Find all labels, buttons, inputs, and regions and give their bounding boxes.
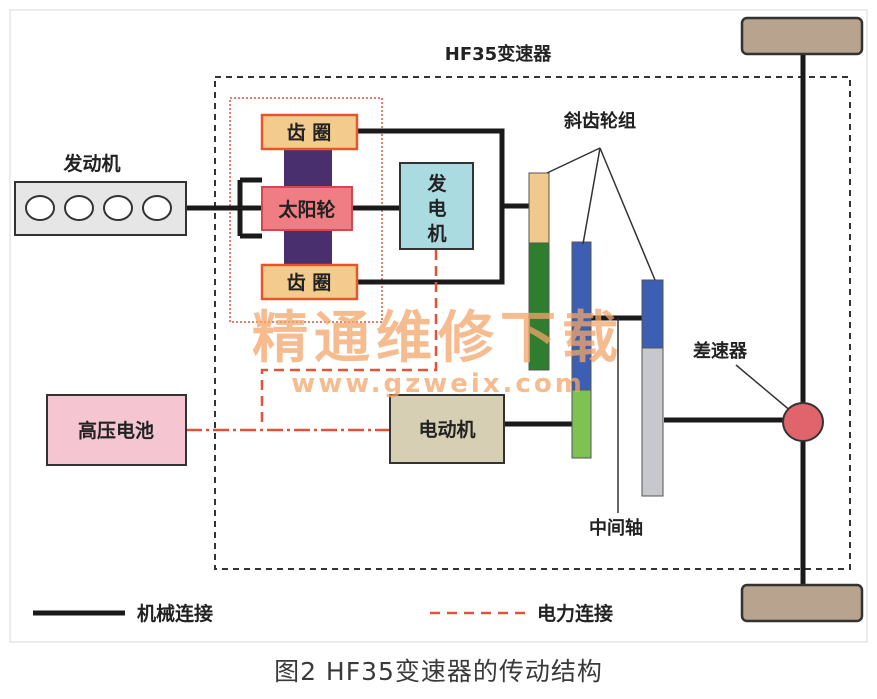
ring-gear-top [260, 113, 359, 151]
engine-block [14, 181, 187, 236]
watermark-title: 精通维修下载 [252, 306, 624, 371]
transmission-title: HF35变速器 [445, 43, 552, 65]
electric-motor [389, 394, 505, 464]
high-voltage-battery [46, 394, 187, 466]
planet-gear-lower [284, 229, 332, 265]
electrical-links [186, 250, 438, 432]
svg-text:电: 电 [427, 197, 446, 220]
sun-gear-label: 太阳轮 [278, 198, 335, 221]
countershaft-label: 中间轴 [589, 517, 643, 539]
generator [399, 162, 474, 250]
ring-gear-bottom-label: 齿 圈 [287, 272, 332, 294]
planet-gear-upper [284, 150, 332, 186]
generator-label: 发 电 机 [426, 172, 447, 245]
legend-electrical-label: 电力连接 [537, 602, 613, 625]
motor-label: 电动机 [418, 418, 475, 441]
sun-gear [261, 186, 353, 231]
svg-text:机: 机 [427, 223, 446, 245]
differential-gear [782, 402, 824, 442]
wheel-bottom [740, 583, 864, 623]
helical-gears-label: 斜齿轮组 [563, 110, 636, 132]
watermark-url: www.gzweix.com [291, 369, 585, 399]
differential-label: 差速器 [693, 340, 748, 362]
wheel-top [740, 16, 864, 56]
figure-caption: 图2 HF35变速器的传动结构 [274, 657, 603, 686]
svg-text:发: 发 [426, 172, 447, 195]
ring-gear-bottom [260, 263, 359, 301]
engine-label: 发动机 [62, 152, 120, 175]
transmission-housing [214, 76, 851, 570]
helical-gear-set [528, 172, 664, 497]
ring-gear-top-label: 齿 圈 [287, 122, 332, 144]
pointer-lines [546, 147, 793, 513]
mechanical-links [186, 52, 806, 588]
legend-mechanical-label: 机械连接 [137, 602, 213, 625]
battery-label: 高压电池 [78, 419, 154, 442]
